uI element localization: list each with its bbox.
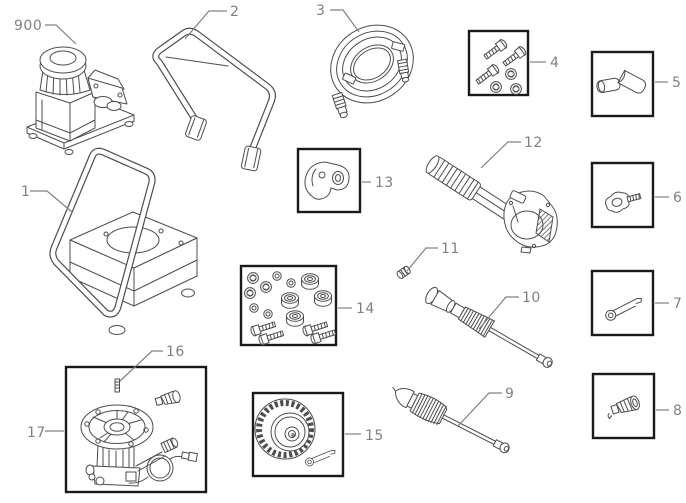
callout-label-7: 7 (673, 296, 682, 312)
leader-2 (184, 10, 227, 40)
part-box-15 (251, 391, 345, 478)
part-box-7 (590, 269, 655, 337)
part-box-5 (590, 50, 655, 118)
callout-label-13: 13 (375, 175, 394, 191)
callout-label-8: 8 (673, 403, 682, 419)
callout-label-1: 1 (21, 184, 30, 200)
callout-label-3: 3 (316, 3, 325, 19)
callout-label-12: 12 (524, 135, 543, 151)
leader-12 (480, 141, 521, 169)
wand-10-drawing (425, 286, 553, 368)
callout-label-11: 11 (441, 241, 460, 257)
leader-16 (119, 350, 163, 382)
wand-9-drawing (392, 387, 510, 454)
leader-10 (478, 296, 519, 330)
callout-label-9: 9 (505, 386, 514, 402)
handle-drawing (152, 27, 276, 172)
wheel-drawing (254, 398, 316, 460)
part-box-14 (239, 264, 338, 347)
callout-labels: 900 1 2 3 4 5 6 7 8 9 10 11 12 13 14 15 … (14, 3, 682, 444)
hose-drawing (330, 24, 414, 119)
callout-label-17: 17 (27, 425, 46, 441)
callout-label-6: 6 (673, 190, 682, 206)
callout-label-2: 2 (230, 4, 239, 20)
engine-drawing (26, 46, 135, 155)
callout-label-14: 14 (356, 301, 375, 317)
callout-label-5: 5 (672, 75, 681, 91)
frame-drawing (49, 147, 198, 335)
leader-9 (457, 392, 502, 427)
part-16-drawing (114, 378, 120, 393)
callout-label-15: 15 (365, 428, 384, 444)
callout-label-10: 10 (522, 290, 541, 306)
callout-label-4: 4 (550, 55, 559, 71)
leader-1 (30, 190, 73, 213)
part-box-6 (590, 161, 655, 229)
callout-label-900: 900 (14, 18, 42, 34)
leader-lines (30, 9, 669, 435)
part-11-drawing (396, 265, 411, 280)
leader-900 (45, 24, 77, 45)
pump-drawing (80, 378, 198, 487)
part-box-4 (467, 29, 530, 97)
callout-label-16: 16 (166, 344, 185, 360)
leader-11 (406, 247, 438, 272)
part-box-8 (591, 372, 656, 440)
part-box-17 (64, 365, 208, 494)
part-box-13 (296, 147, 362, 214)
spray-gun-drawing (425, 155, 558, 254)
leader-3 (330, 9, 360, 33)
